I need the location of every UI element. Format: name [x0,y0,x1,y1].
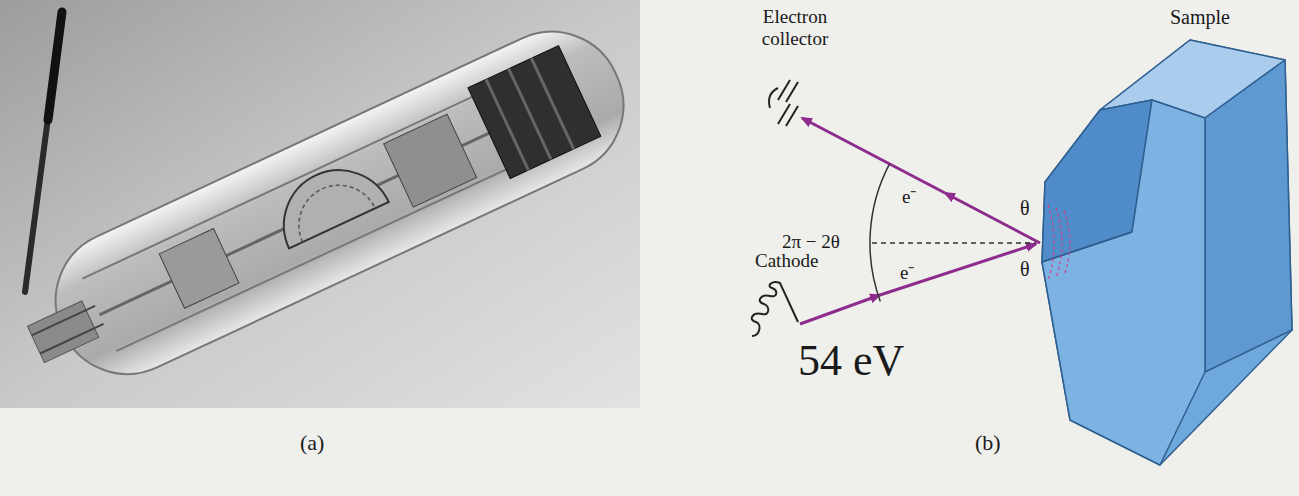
angle-label: 2π − 2θ [780,231,842,253]
panel-label: (b) [975,430,1001,455]
part-label: Cathode [755,250,818,272]
tube-photo [0,0,646,410]
electron-beam [800,118,1040,324]
collector-symbol [769,80,798,126]
part-label: Sample [1170,6,1230,29]
particle-label: e⁻ [900,262,914,284]
crystal-sample [1042,40,1292,465]
angle-label: θ [1020,258,1030,281]
panel-label: (a) [300,430,324,455]
cathode-coil [752,282,798,336]
angle-label: θ [1020,197,1030,220]
lattice-planes [1048,205,1070,281]
normal-line [872,242,1036,244]
angle-arc [870,164,889,301]
part-label: Electron collector [742,6,848,50]
energy-label: 54 eV [798,336,904,387]
particle-label: e⁻ [902,186,916,208]
